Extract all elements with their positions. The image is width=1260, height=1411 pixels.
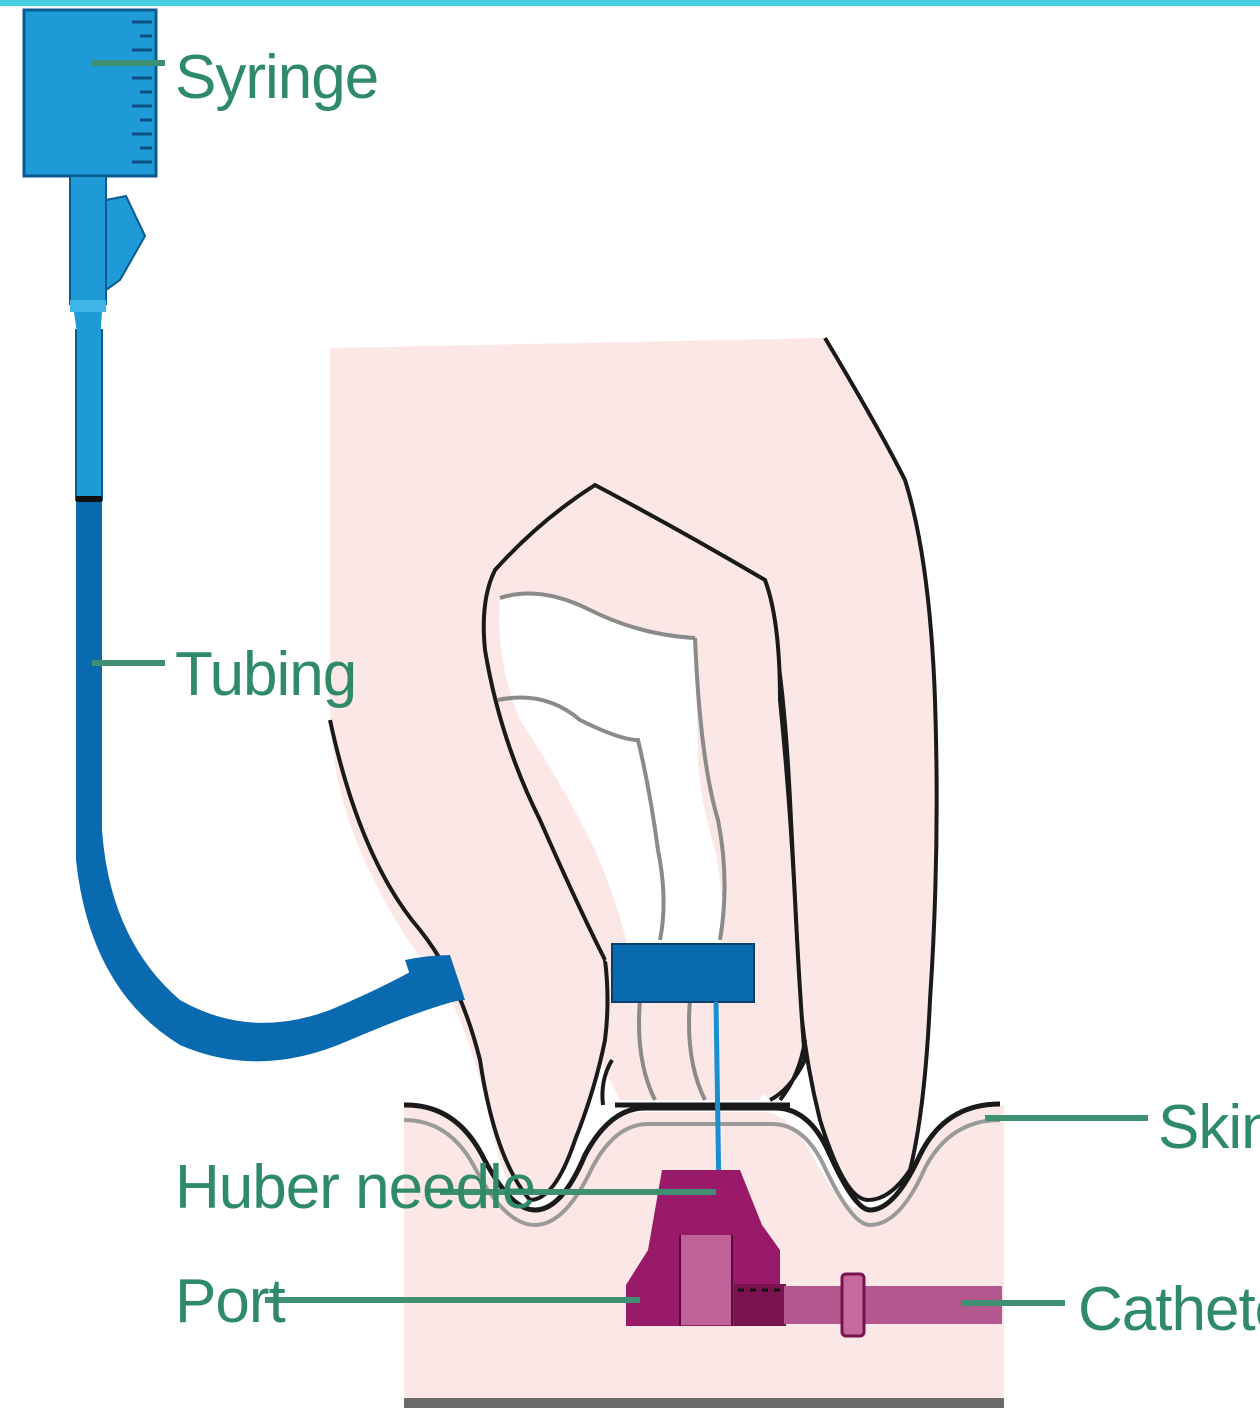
needle-hub [612,944,754,1002]
skin-label: Skin [1158,1093,1260,1162]
syringe-label: Syringe [175,43,378,112]
hand-illustration [330,338,937,1200]
port-label: Port [175,1267,285,1336]
syringe [24,10,156,340]
tubing-label: Tubing [175,640,356,709]
top-border [0,0,1260,6]
catheter-label: Catheter [1078,1275,1260,1344]
huber-needle-label: Huber needle [175,1153,535,1222]
